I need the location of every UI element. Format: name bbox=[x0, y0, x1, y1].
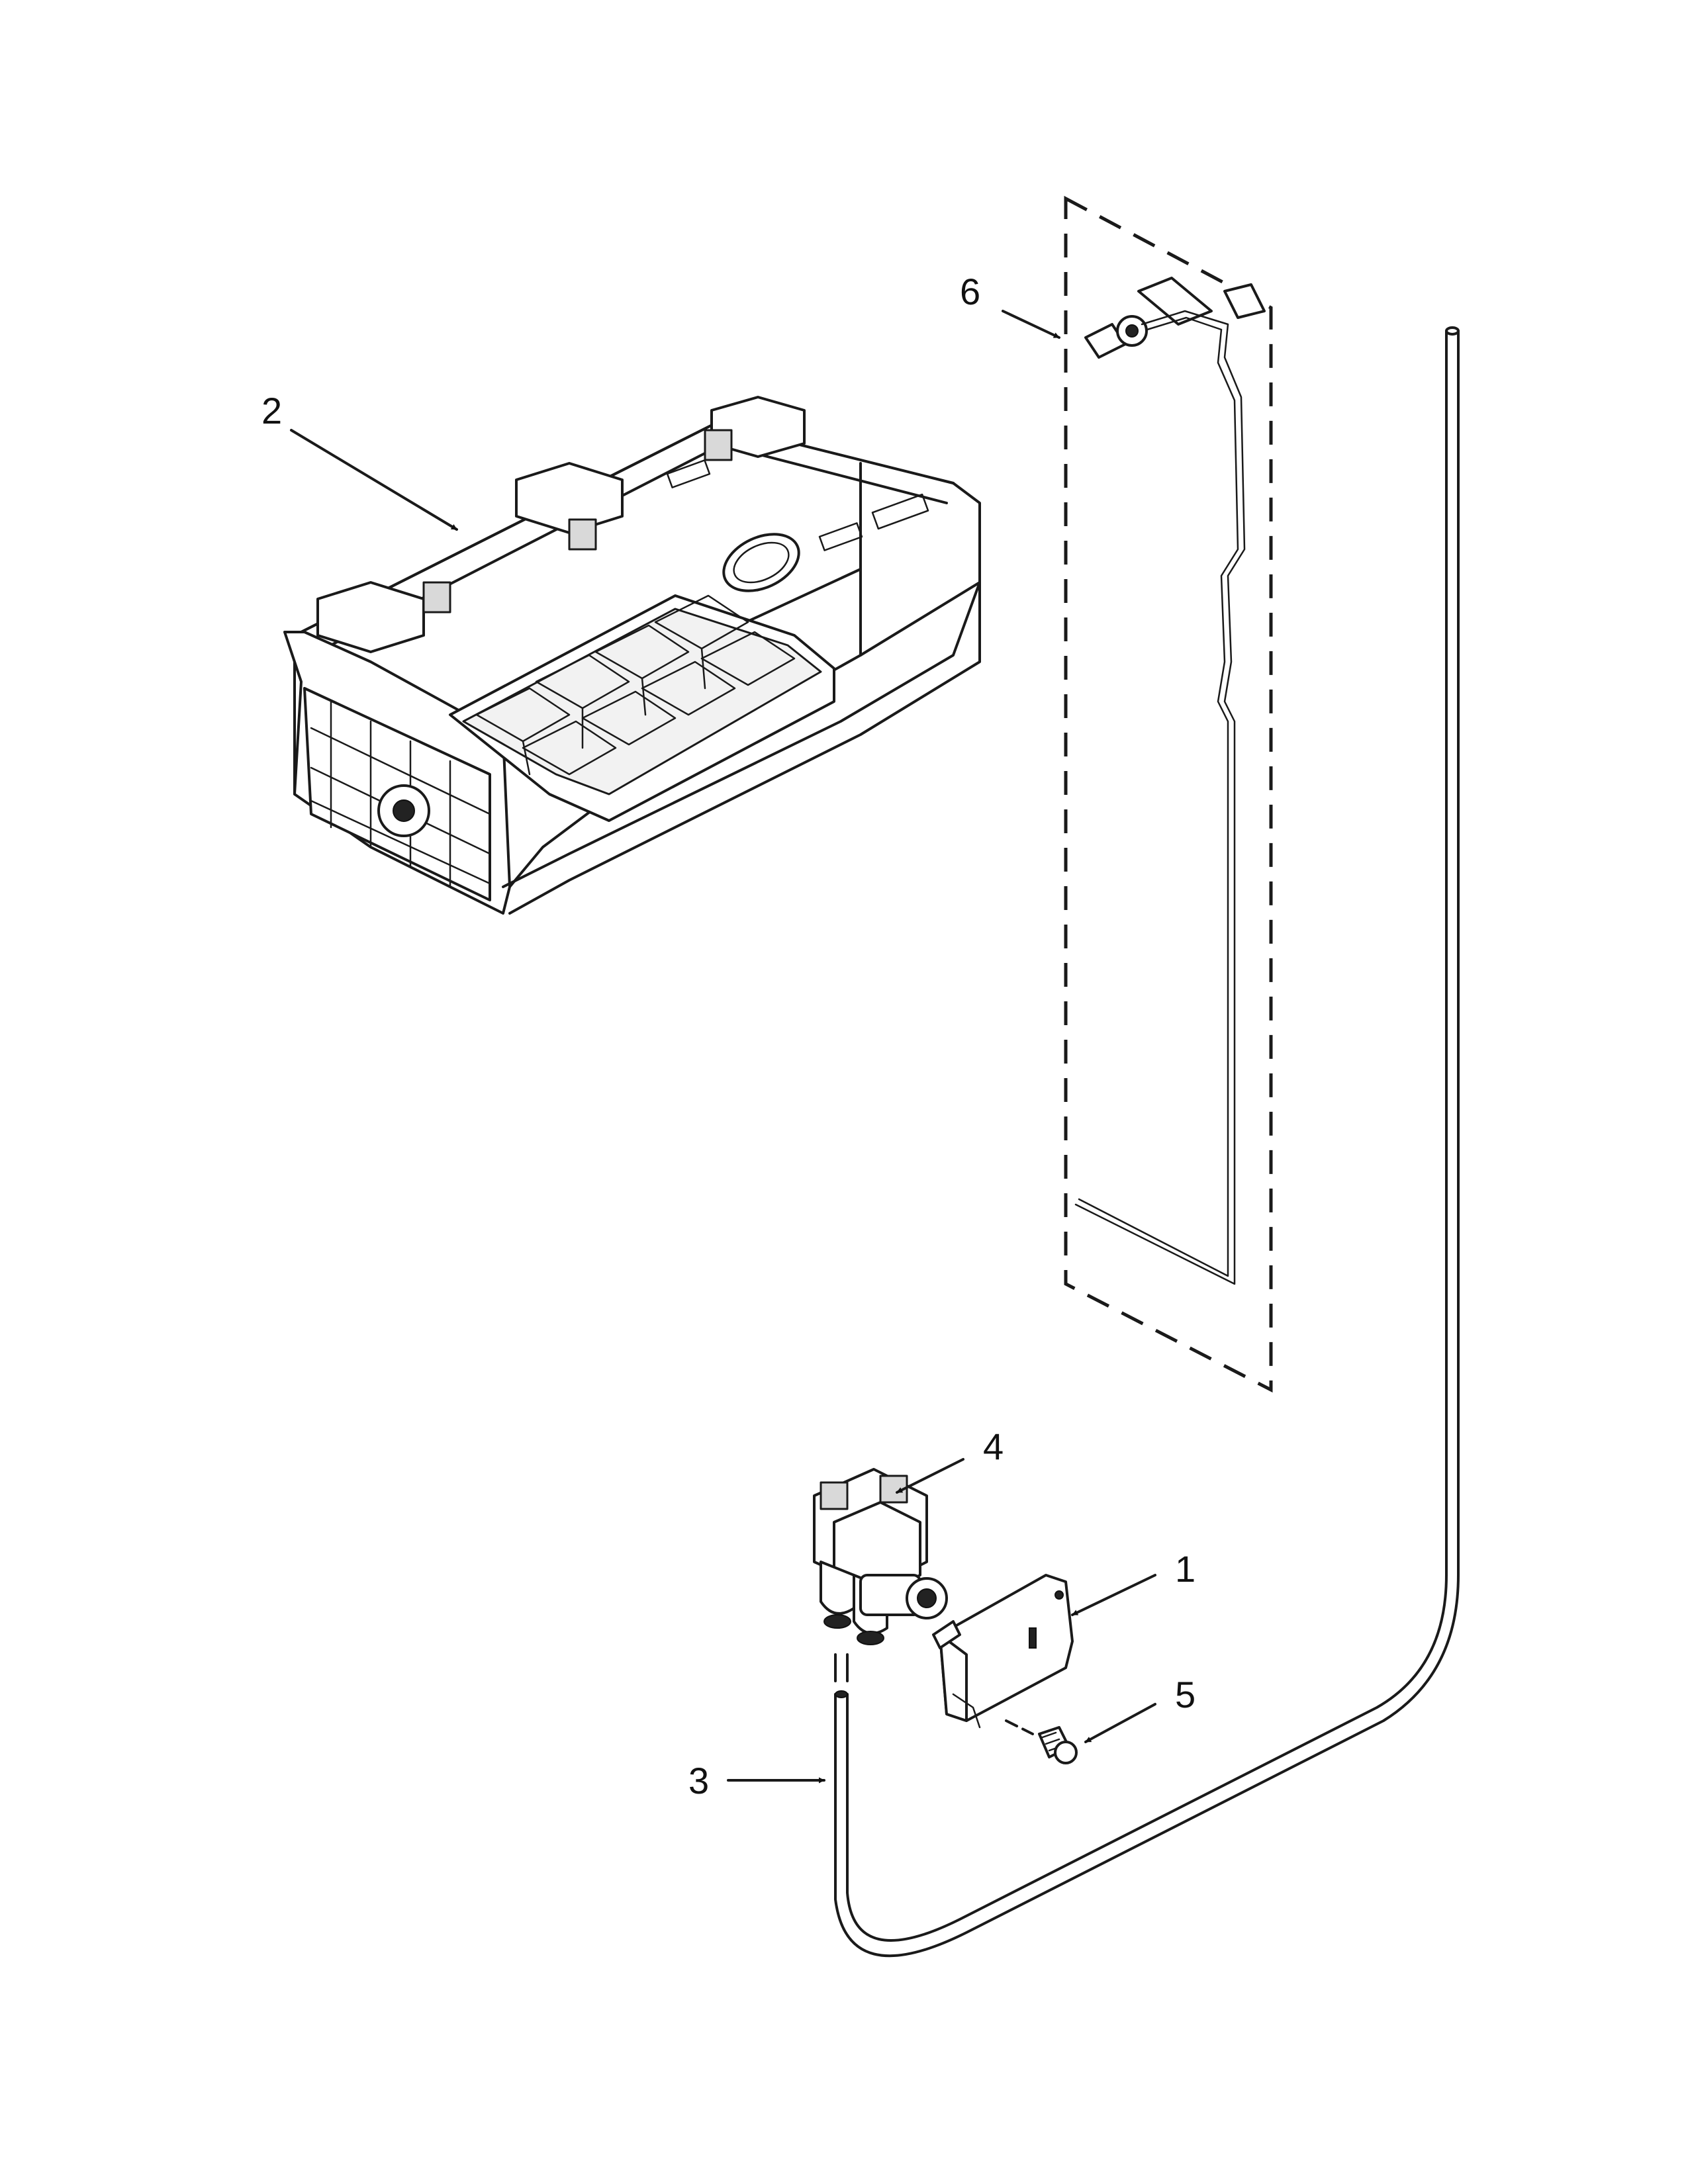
leader-arrow-4 bbox=[896, 1458, 964, 1494]
bracket-part[interactable] bbox=[932, 1574, 1074, 1729]
callout-5: 5 bbox=[1175, 1674, 1196, 1715]
callout-1: 1 bbox=[1175, 1548, 1196, 1590]
leader-arrow-1 bbox=[1071, 1574, 1156, 1616]
callout-4: 4 bbox=[983, 1426, 1004, 1467]
water-valve-part[interactable] bbox=[813, 1468, 948, 1645]
callout-3: 3 bbox=[688, 1760, 709, 1801]
leader-arrows bbox=[290, 310, 1156, 1784]
leader-arrow-6 bbox=[1002, 310, 1060, 339]
callout-2: 2 bbox=[261, 390, 282, 432]
icemaker-part[interactable] bbox=[283, 396, 981, 915]
wire-harness-part[interactable] bbox=[1064, 195, 1273, 1393]
callout-6: 6 bbox=[960, 271, 980, 312]
leader-arrow-2 bbox=[290, 429, 458, 531]
screw-part[interactable] bbox=[1005, 1719, 1078, 1764]
leader-arrow-5 bbox=[1084, 1703, 1156, 1743]
water-tube-part[interactable] bbox=[834, 326, 1460, 1958]
